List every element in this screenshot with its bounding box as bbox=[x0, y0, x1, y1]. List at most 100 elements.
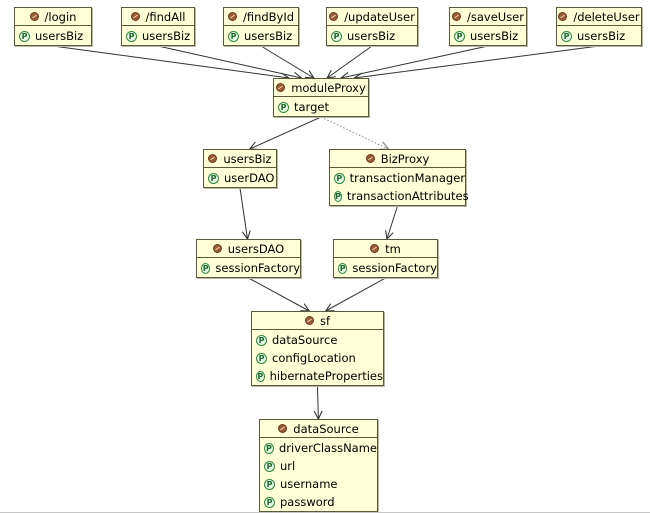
property-icon: P bbox=[338, 262, 348, 274]
bean-icon bbox=[370, 244, 380, 253]
bean-header: dataSource bbox=[260, 420, 377, 438]
edge-updateuser-to-moduleproxy bbox=[327, 45, 373, 78]
property-icon: P bbox=[331, 30, 342, 42]
property-icon: P bbox=[454, 30, 465, 42]
property-name: usersBiz bbox=[470, 29, 519, 43]
bean-icon bbox=[329, 12, 339, 21]
bean-header: /findAll bbox=[122, 8, 194, 26]
bean-icon bbox=[278, 424, 288, 433]
property-name: driverClassName bbox=[278, 441, 377, 455]
bean-icon bbox=[212, 244, 222, 253]
bean-name: /findAll bbox=[145, 9, 186, 24]
bean-name: /deleteUser bbox=[573, 9, 640, 24]
edge-findbyid-to-moduleproxy bbox=[260, 45, 314, 78]
property-name: target bbox=[294, 100, 329, 114]
property-icon: P bbox=[264, 496, 275, 508]
bean-header: /updateUser bbox=[327, 8, 417, 26]
bean-name: /saveUser bbox=[466, 9, 524, 24]
property-name: sessionFactory bbox=[352, 261, 437, 275]
property-icon: P bbox=[334, 172, 345, 184]
bean-name: tm bbox=[385, 241, 401, 256]
property-name: password bbox=[280, 495, 335, 509]
bean-icon bbox=[451, 12, 461, 21]
property-icon: P bbox=[201, 262, 211, 274]
bean-header: /deleteUser bbox=[557, 8, 641, 26]
property-icon: P bbox=[19, 30, 30, 42]
property-icon: P bbox=[256, 370, 265, 382]
bean-name: usersBiz bbox=[223, 151, 272, 166]
bean-header: /findById bbox=[224, 8, 298, 26]
bean-icon bbox=[365, 154, 375, 163]
bean-name: sf bbox=[319, 313, 331, 328]
edge-sf-to-datasource bbox=[318, 385, 319, 419]
property-icon: P bbox=[126, 30, 137, 42]
property-icon: P bbox=[208, 172, 219, 184]
property-icon: P bbox=[264, 460, 275, 472]
property-name: sessionFactory bbox=[215, 261, 300, 275]
edge-deleteuser-to-moduleproxy bbox=[354, 45, 600, 78]
bean-name: usersDAO bbox=[227, 241, 285, 256]
property-name: dataSource bbox=[272, 333, 338, 347]
property-name: url bbox=[280, 459, 296, 473]
bean-header: /saveUser bbox=[450, 8, 526, 26]
property-icon: P bbox=[256, 352, 267, 364]
property-name: hibernateProperties bbox=[269, 369, 383, 383]
property-name: usersBiz bbox=[347, 29, 396, 43]
edge-usersbiz-to-usersdao bbox=[239, 187, 247, 239]
property-icon: P bbox=[278, 101, 289, 113]
bean-name: BizProxy bbox=[380, 151, 430, 166]
property-icon: P bbox=[256, 334, 267, 346]
property-name: configLocation bbox=[272, 351, 356, 365]
bean-header: tm bbox=[334, 240, 437, 258]
edge-tm-to-sf bbox=[326, 277, 386, 311]
bean-header: sf bbox=[252, 312, 383, 330]
property-icon: P bbox=[264, 442, 274, 454]
property-name: usersBiz bbox=[142, 29, 191, 43]
edge-bizproxy-to-tm bbox=[387, 205, 398, 239]
bean-icon bbox=[558, 12, 568, 21]
bean-icon bbox=[276, 83, 286, 92]
edge-moduleproxy-to-usersbiz bbox=[250, 116, 322, 149]
bean-name: moduleProxy bbox=[291, 80, 366, 95]
property-name: usersBiz bbox=[244, 29, 293, 43]
